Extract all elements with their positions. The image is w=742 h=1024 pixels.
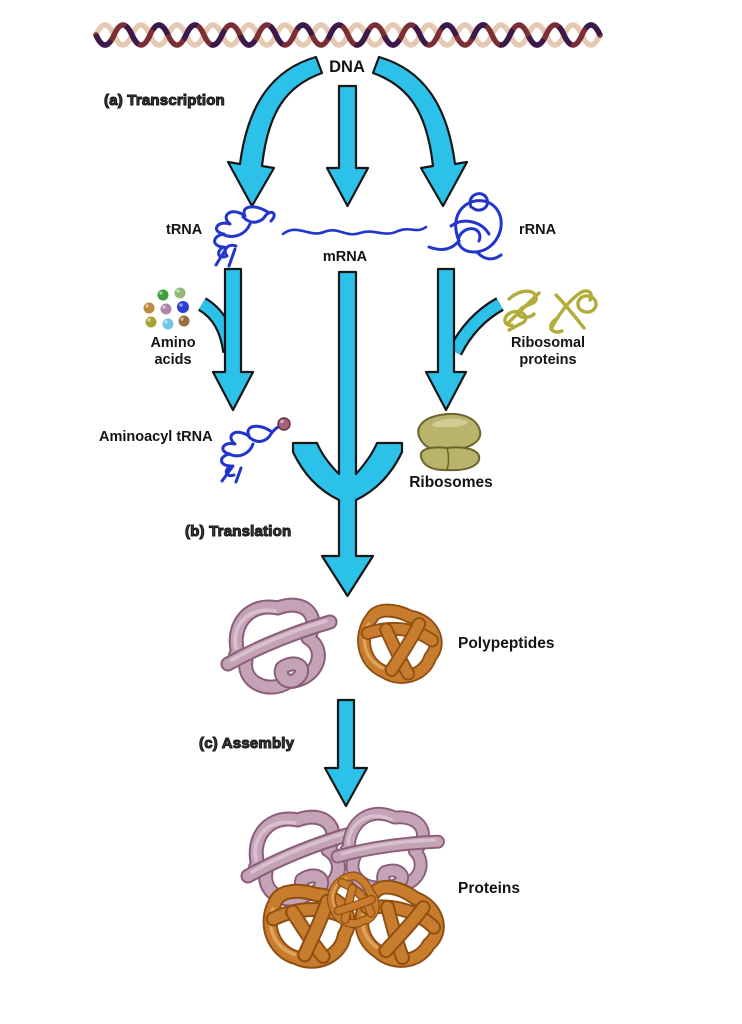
amino-acids-illustration [143, 287, 190, 330]
aminoacyl-trna-illustration [220, 417, 291, 484]
stage-a-transcription-label: (a) Transcription [103, 91, 225, 109]
transcription-arrow-to-rrna [371, 55, 469, 208]
aminoacyl-trna-label: Aminoacyl tRNA [99, 429, 213, 445]
stage-b-translation-label: (b) Translation [184, 522, 292, 540]
polypeptide-mauve-illustration [228, 605, 330, 687]
rrna-illustration [427, 192, 503, 261]
mrna-label: mRNA [322, 249, 368, 265]
arrow-rrna-to-ribosomes [424, 267, 504, 412]
proteins-cluster-illustration [248, 804, 443, 967]
stage-c-assembly-label: (c) Assembly [198, 734, 295, 752]
ribosome-illustration [417, 412, 482, 472]
assembly-arrow [323, 698, 369, 808]
polypeptide-orange-illustration [364, 611, 436, 677]
transcription-arrow-to-mrna [325, 84, 370, 208]
translation-merge-arrow [291, 270, 404, 598]
amino-acid-ball [277, 417, 291, 431]
ribosomal-proteins-illustration [503, 289, 598, 334]
dna-label: DNA [329, 58, 365, 76]
transcription-arrow-to-trna [226, 55, 324, 208]
arrow-trna-to-aminoacyl [197, 267, 255, 412]
dna-helix-illustration [93, 22, 603, 48]
trna-label: tRNA [166, 222, 203, 238]
mrna-illustration [281, 225, 428, 236]
trna-illustration [213, 205, 276, 268]
proteins-label: Proteins [458, 880, 521, 897]
rrna-label: rRNA [519, 222, 557, 238]
polypeptides-label: Polypeptides [458, 635, 555, 652]
ribosomes-label: Ribosomes [409, 474, 493, 491]
